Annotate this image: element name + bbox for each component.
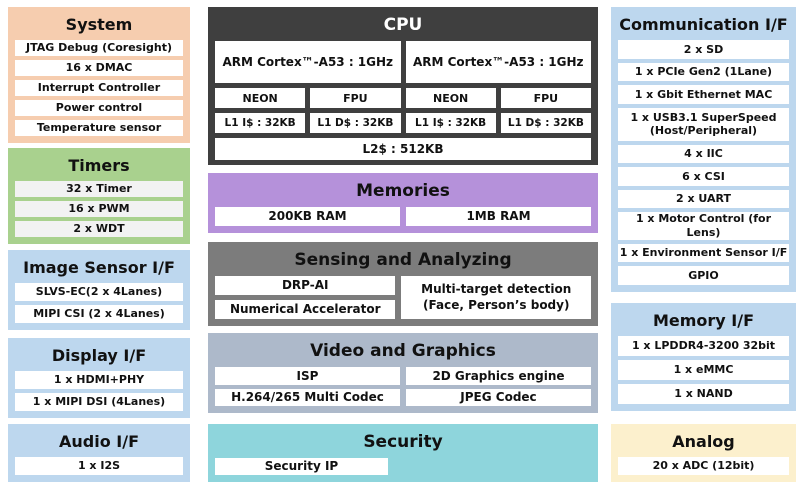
cpu-grid: ARM Cortex™-A53 : 1GHz ARM Cortex™-A53 :… [215,41,591,161]
cpu-l1-cache: L1 D$ : 32KB [500,113,591,134]
sensing-left-items: DRP-AI Numerical Accelerator [215,276,396,320]
spec-item: 1 x PCIe Gen2 (1Lane) [618,62,789,82]
security-title: Security [363,432,443,452]
spec-item: Interrupt Controller [15,80,183,97]
spec-item: Security IP [215,458,388,475]
spec-item: Power control [15,100,183,117]
spec-item: 2 x UART [618,189,789,209]
memory-if-block: Memory I/F 1 x LPDDR4-3200 32bit 1 x eMM… [611,303,796,411]
image-sensor-if-items: SLVS-EC(2 x 4Lanes) MIPI CSI (2 x 4Lanes… [15,283,183,323]
spec-item: 20 x ADC (12bit) [618,457,789,475]
timers-block: Timers 32 x Timer 16 x PWM 2 x WDT [8,148,190,244]
analog-block: Analog 20 x ADC (12bit) [611,424,796,482]
security-block: Security Security IP [208,424,598,482]
spec-item: 1 x Gbit Ethernet MAC [618,85,789,104]
audio-if-block: Audio I/F 1 x I2S [8,424,190,482]
spec-item: SLVS-EC(2 x 4Lanes) [15,283,183,302]
spec-item: 1 x I2S [15,457,183,475]
timers-items: 32 x Timer 16 x PWM 2 x WDT [15,181,183,237]
cpu-l2-cache: L2$ : 512KB [215,138,591,161]
spec-item: Multi-target detection (Face, Person’s b… [401,276,591,319]
spec-item: Temperature sensor [15,120,183,137]
cpu-neon-unit: NEON [405,88,496,109]
spec-item: 1 x USB3.1 SuperSpeed (Host/Peripheral) [618,107,789,141]
security-items: Security IP [215,458,591,475]
spec-item: JTAG Debug (Coresight) [15,40,183,57]
spec-item: 1 x Environment Sensor I/F [618,243,789,263]
communication-if-title: Communication I/F [619,15,788,34]
video-graphics-title: Video and Graphics [310,341,496,361]
spec-item: 16 x PWM [15,201,183,218]
system-title: System [65,15,133,34]
spec-item: ISP [215,367,400,385]
display-if-items: 1 x HDMI+PHY 1 x MIPI DSI (4Lanes) [15,371,183,411]
spec-item: 1 x Motor Control (for Lens) [618,212,789,240]
communication-if-items: 2 x SD 1 x PCIe Gen2 (1Lane) 1 x Gbit Et… [618,40,789,285]
spec-item: 2 x SD [618,40,789,59]
cpu-l1-cache: L1 I$ : 32KB [405,113,496,134]
spec-item: 1 x HDMI+PHY [15,371,183,390]
image-sensor-if-title: Image Sensor I/F [23,258,175,277]
spec-item: 2D Graphics engine [406,367,591,385]
spec-item: 4 x IIC [618,144,789,164]
spec-item: H.264/265 Multi Codec [215,388,400,406]
spec-item: 200KB RAM [215,207,400,226]
spec-item: 16 x DMAC [15,60,183,77]
analog-items: 20 x ADC (12bit) [618,457,789,475]
audio-if-title: Audio I/F [59,432,139,451]
sensing-analyzing-title: Sensing and Analyzing [294,250,512,270]
cpu-fpu-unit: FPU [500,88,591,109]
cpu-title: CPU [383,15,423,35]
spec-item: DRP-AI [215,276,396,296]
cpu-fpu-unit: FPU [310,88,401,109]
display-if-block: Display I/F 1 x HDMI+PHY 1 x MIPI DSI (4… [8,338,190,418]
memories-items: 200KB RAM 1MB RAM [215,207,591,226]
spec-item: 1 x NAND [618,384,789,404]
cpu-block: CPU ARM Cortex™-A53 : 1GHz ARM Cortex™-A… [208,7,598,165]
memories-block: Memories 200KB RAM 1MB RAM [208,173,598,233]
cpu-core: ARM Cortex™-A53 : 1GHz [215,41,401,84]
cpu-core: ARM Cortex™-A53 : 1GHz [405,41,591,84]
memory-if-title: Memory I/F [652,311,755,330]
spec-item: MIPI CSI (2 x 4Lanes) [15,305,183,323]
audio-if-items: 1 x I2S [15,457,183,475]
video-graphics-block: Video and Graphics ISP 2D Graphics engin… [208,333,598,413]
image-sensor-if-block: Image Sensor I/F SLVS-EC(2 x 4Lanes) MIP… [8,250,190,330]
spec-item: 6 x CSI [618,167,789,186]
analog-title: Analog [672,432,735,451]
spec-item: JPEG Codec [406,388,591,406]
spec-item: 1 x MIPI DSI (4Lanes) [15,393,183,411]
memories-title: Memories [356,181,450,201]
system-block: System JTAG Debug (Coresight) 16 x DMAC … [8,7,190,143]
spec-item: GPIO [618,266,789,285]
timers-title: Timers [68,156,130,175]
system-items: JTAG Debug (Coresight) 16 x DMAC Interru… [15,40,183,137]
spec-item: 32 x Timer [15,181,183,198]
memory-if-items: 1 x LPDDR4-3200 32bit 1 x eMMC 1 x NAND [618,336,789,404]
cpu-l1-cache: L1 I$ : 32KB [215,113,306,134]
video-graphics-items: ISP 2D Graphics engine H.264/265 Multi C… [215,367,591,406]
sensing-items: DRP-AI Numerical Accelerator Multi-targe… [215,276,591,320]
spec-item: 1MB RAM [406,207,591,226]
spec-item: Numerical Accelerator [215,300,396,320]
cpu-l1-cache: L1 D$ : 32KB [310,113,401,134]
communication-if-block: Communication I/F 2 x SD 1 x PCIe Gen2 (… [611,7,796,292]
spec-item: 1 x eMMC [618,360,789,381]
spec-item: 1 x LPDDR4-3200 32bit [618,336,789,357]
sensing-analyzing-block: Sensing and Analyzing DRP-AI Numerical A… [208,242,598,326]
spec-item: 2 x WDT [15,221,183,237]
cpu-neon-unit: NEON [215,88,306,109]
display-if-title: Display I/F [51,346,147,365]
